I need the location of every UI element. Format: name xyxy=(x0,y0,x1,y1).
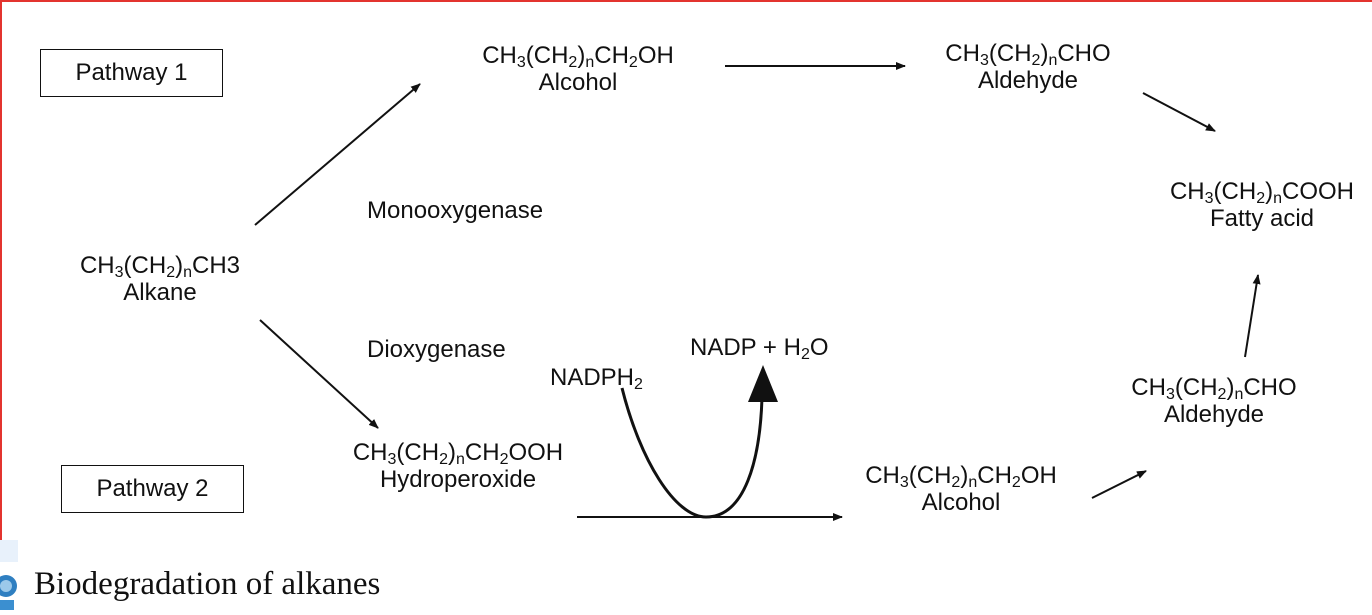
fatty-acid-name: Fatty acid xyxy=(1209,205,1315,232)
aldehyde-2-formula: CH3(CH2)nCHO xyxy=(1131,374,1297,403)
aldehyde-1-node: CH3(CH2)nCHO Aldehyde xyxy=(928,40,1128,94)
pathway-1-box: Pathway 1 xyxy=(40,49,223,97)
dioxygenase-label: Dioxygenase xyxy=(367,336,506,363)
monooxygenase-label: Monooxygenase xyxy=(367,197,544,224)
logo-fragment-icon xyxy=(0,540,18,610)
alkane-formula: CH3(CH2)nCH3 xyxy=(79,252,241,281)
cofactor-curve xyxy=(620,387,764,519)
diagram-caption: Biodegradation of alkanes xyxy=(34,566,381,602)
aldehyde-1-name: Aldehyde xyxy=(977,67,1079,94)
alcohol-2-name: Alcohol xyxy=(921,489,1001,516)
aldehyde-2-node: CH3(CH2)nCHO Aldehyde xyxy=(1114,374,1314,428)
hydroperoxide-node: CH3(CH2)nCH2OOH Hydroperoxide xyxy=(333,439,583,493)
fatty-acid-node: CH3(CH2)nCOOH Fatty acid xyxy=(1154,178,1370,232)
cofactor-nadp-h2o: NADP + H2O xyxy=(690,334,829,363)
alkane-name: Alkane xyxy=(123,279,197,306)
fatty-acid-formula: CH3(CH2)nCOOH xyxy=(1169,178,1355,207)
arrow-alkane-to-hydroperoxide xyxy=(259,319,379,429)
arrow-alcohol-to-aldehyde-2 xyxy=(1091,470,1147,499)
arrow-aldehyde-2-to-fatty-acid xyxy=(1244,274,1261,358)
aldehyde-2-name: Aldehyde xyxy=(1163,401,1265,428)
cofactor-arrowhead xyxy=(748,365,778,402)
alkane-node: CH3(CH2)nCH3 Alkane xyxy=(64,252,256,306)
alcohol-1-name: Alcohol xyxy=(538,69,618,96)
hydroperoxide-name: Hydroperoxide xyxy=(379,466,537,493)
pathway-2-label: Pathway 2 xyxy=(96,475,209,502)
pathway-1-label: Pathway 1 xyxy=(75,59,188,86)
cofactor-nadph2: NADPH2 xyxy=(550,364,643,393)
alcohol-1-node: CH3(CH2)nCH2OH Alcohol xyxy=(465,42,691,96)
pathway-2-box: Pathway 2 xyxy=(61,465,244,513)
alcohol-2-formula: CH3(CH2)nCH2OH xyxy=(865,462,1057,491)
aldehyde-1-formula: CH3(CH2)nCHO xyxy=(945,40,1111,69)
arrow-aldehyde-to-fatty-acid xyxy=(1142,92,1216,132)
alcohol-2-node: CH3(CH2)nCH2OH Alcohol xyxy=(848,462,1074,516)
arrow-alkane-to-alcohol xyxy=(254,83,421,226)
hydroperoxide-formula: CH3(CH2)nCH2OOH xyxy=(352,439,564,468)
alcohol-1-formula: CH3(CH2)nCH2OH xyxy=(482,42,674,71)
diagram-frame xyxy=(0,0,1372,540)
